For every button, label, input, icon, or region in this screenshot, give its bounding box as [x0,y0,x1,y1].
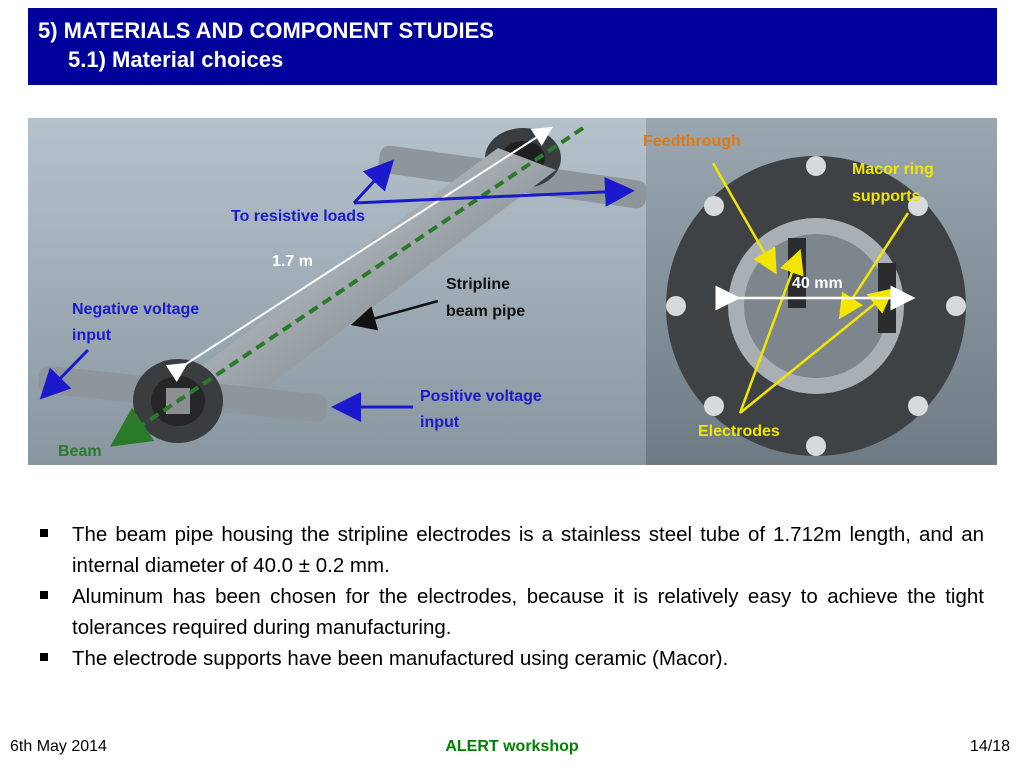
label-stripline-2: beam pipe [446,303,525,320]
footer-page-number: 14/18 [969,738,1010,755]
bullet-item: The beam pipe housing the stripline elec… [40,519,984,581]
slide-title-bar: 5) MATERIALS AND COMPONENT STUDIES 5.1) … [28,8,997,85]
bullet-text: The electrode supports have been manufac… [72,647,729,670]
bullet-text: The beam pipe housing the stripline elec… [72,523,984,577]
negative-input-arrow [39,348,90,400]
resistive-load-arrow-2 [353,176,635,207]
label-macor-2: supports [852,188,921,205]
electrode-arrow-2 [739,288,894,414]
slide-title: 5) MATERIALS AND COMPONENT STUDIES [38,18,494,43]
bullet-item: The electrode supports have been manufac… [40,643,984,674]
label-stripline-1: Stripline [446,276,510,293]
figure-illustration: To resistive loads 1.7 m Stripline beam … [28,118,997,465]
bullet-list: The beam pipe housing the stripline elec… [40,519,984,674]
bullet-item: Aluminum has been chosen for the electro… [40,581,984,643]
label-feedthrough: Feedthrough [643,133,741,150]
slide-subtitle: 5.1) Material choices [68,47,284,72]
label-to-resistive-loads: To resistive loads [231,208,365,225]
label-beam: Beam [58,443,102,460]
label-negative-2: input [72,327,112,344]
stripline-arrow [350,299,439,331]
label-electrodes: Electrodes [698,423,780,440]
label-positive-1: Positive voltage [420,388,542,405]
bullet-marker [40,653,48,661]
bullet-text: Aluminum has been chosen for the electro… [72,585,984,639]
length-arrow [165,126,554,382]
label-negative-1: Negative voltage [72,301,199,318]
label-positive-2: input [420,414,460,431]
bullet-marker [40,529,48,537]
bullet-marker [40,591,48,599]
beam-pipe-figure: To resistive loads 1.7 m Stripline beam … [28,118,997,465]
electrode-arrow-1 [738,248,804,414]
label-macor-1: Macor ring [852,161,934,178]
feedthrough-arrow [711,162,777,275]
label-diameter: 40 mm [792,275,843,292]
beam-arrow [110,126,585,447]
footer-date: 6th May 2014 [10,738,107,755]
bolt-holes [666,156,966,456]
footer-event: ALERT workshop [445,738,579,755]
resistive-load-arrow-1 [352,159,395,205]
label-length: 1.7 m [272,253,313,270]
